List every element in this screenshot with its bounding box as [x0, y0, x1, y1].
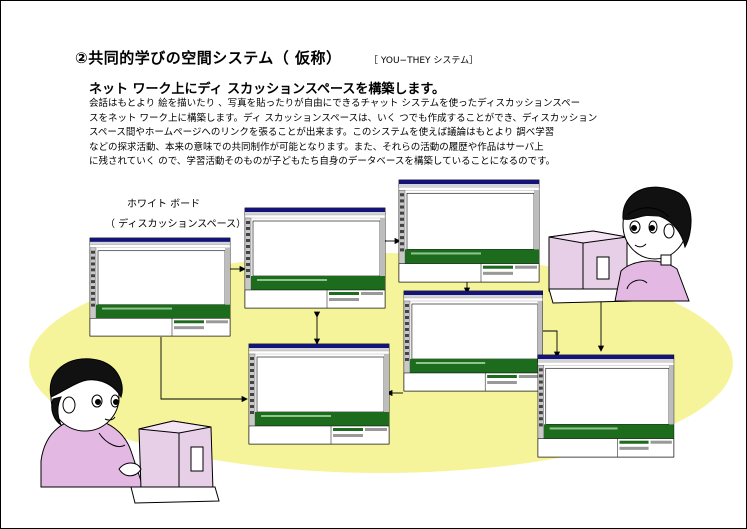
- discussion-window-1: [89, 237, 231, 337]
- discussion-window-5: [248, 343, 390, 445]
- lead-heading: ネット ワーク上にディ スカッションスペースを構築します。: [89, 82, 446, 97]
- description-paragraph: 会話はもとより 絵を描いたり 、写真を貼ったりが自由にできるチャット システムを…: [89, 97, 674, 170]
- description-line: に残されていく ので、学習活動そのものが子どもたち自身のデータベースを構築してい…: [89, 156, 556, 167]
- discussion-window-3: [398, 179, 540, 283]
- description-line: 会話はもとより 絵を描いたり 、写真を貼ったりが自由にできるチャット システムを…: [89, 98, 581, 109]
- description-line: スをネット ワーク上に構築します。ディ スカッションスペースは、いく つでも作成…: [89, 112, 598, 124]
- page-title: ②共同的学びの空間システム（ 仮称）: [75, 49, 342, 67]
- discussion-window-6: [537, 354, 675, 458]
- whiteboard-label: ホワイト ボード: [127, 199, 201, 210]
- discussion-window-2: [244, 207, 386, 309]
- discussion-window-4: [403, 290, 544, 392]
- discussion-space-label: （ ディスカッションスペース）: [105, 219, 247, 230]
- student-left-illustration: [40, 358, 220, 504]
- description-line: スペース間やホームページへのリンクを張ることが出来ます。このシステムを使えば議論…: [89, 127, 555, 138]
- student-right-illustration: [548, 186, 692, 304]
- description-line: などの探求活動、本来の意味での共同制作が可能となります。また、それらの活動の履歴…: [89, 141, 544, 153]
- system-name-subtitle: ［ YOU−THEY システム］: [369, 56, 479, 66]
